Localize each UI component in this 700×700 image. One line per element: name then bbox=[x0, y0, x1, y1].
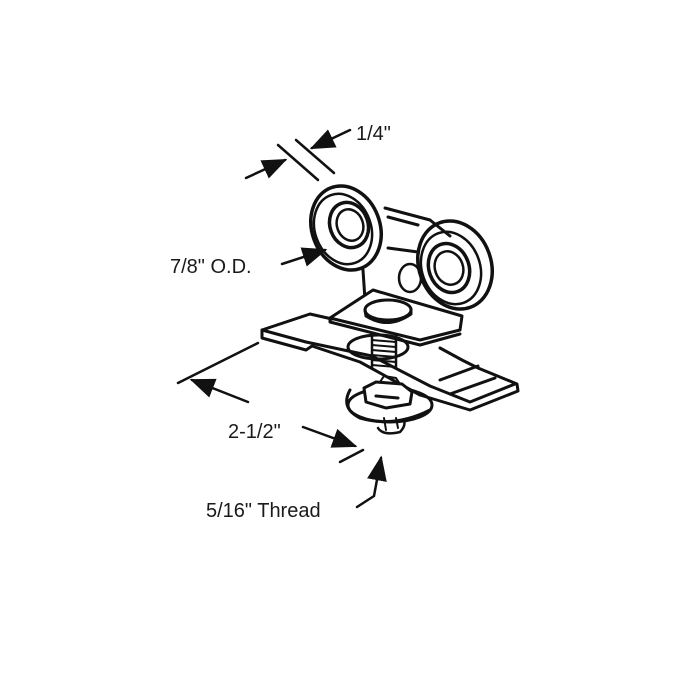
plate-length-dimension bbox=[176, 341, 365, 464]
wheel-width-dimension bbox=[244, 128, 352, 182]
wheel-diameter-label: 7/8" O.D. bbox=[170, 256, 252, 278]
thread-size-label: 5/16" Thread bbox=[206, 500, 321, 522]
right-wheel bbox=[416, 219, 494, 311]
threaded-bolt bbox=[346, 333, 410, 370]
plate-length-label: 2-1/2" bbox=[228, 421, 281, 443]
left-wheel bbox=[309, 184, 383, 272]
thread-arrow bbox=[355, 455, 387, 509]
hex-nut-and-washer bbox=[345, 375, 434, 435]
wheel-width-label: 1/4" bbox=[356, 123, 391, 145]
wheel-diameter-arrow bbox=[280, 247, 328, 267]
